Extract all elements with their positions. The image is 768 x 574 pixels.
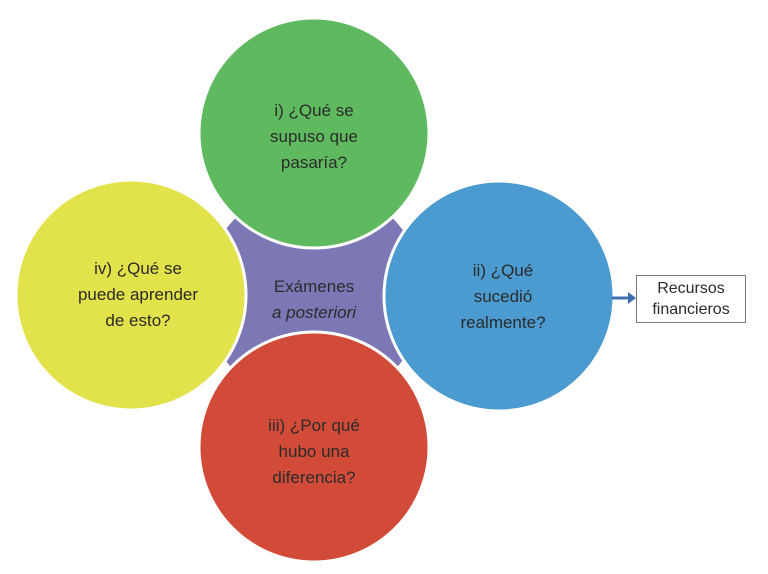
label-line: hubo una: [278, 442, 350, 461]
box-line: Recursos: [657, 280, 725, 297]
label-line: iv) ¿Qué se: [94, 259, 182, 278]
circle-happened: [382, 179, 616, 413]
label-line: de esto?: [105, 311, 171, 330]
label-difference: iii) ¿Por qué hubo una diferencia?: [268, 413, 360, 491]
label-line: ii) ¿Qué: [472, 261, 534, 280]
label-line: sucedió: [473, 287, 533, 306]
circle-difference: [197, 330, 431, 564]
circle-assumed: [197, 16, 431, 250]
label-line: diferencia?: [272, 468, 356, 487]
center-label: Exámenes a posteriori: [272, 274, 356, 326]
label-line: i) ¿Qué se: [274, 101, 354, 120]
label-line: supuso que: [270, 127, 358, 146]
label-learn: iv) ¿Qué se puede aprender de esto?: [78, 256, 198, 334]
label-line: iii) ¿Por qué: [268, 416, 360, 435]
label-line: pasaría?: [280, 153, 348, 172]
arrow-to-box: [612, 292, 636, 304]
center-subtitle: a posteriori: [271, 303, 357, 322]
financial-resources-box: Recursos financieros: [636, 275, 746, 323]
label-line: realmente?: [460, 313, 546, 332]
label-assumed: i) ¿Qué se supuso que pasaría?: [270, 98, 358, 176]
box-line: financieros: [652, 301, 730, 318]
label-happened: ii) ¿Qué sucedió realmente?: [460, 258, 545, 336]
center-title: Exámenes: [273, 277, 355, 296]
label-line: puede aprender: [77, 285, 199, 304]
circle-learn: [14, 178, 248, 412]
